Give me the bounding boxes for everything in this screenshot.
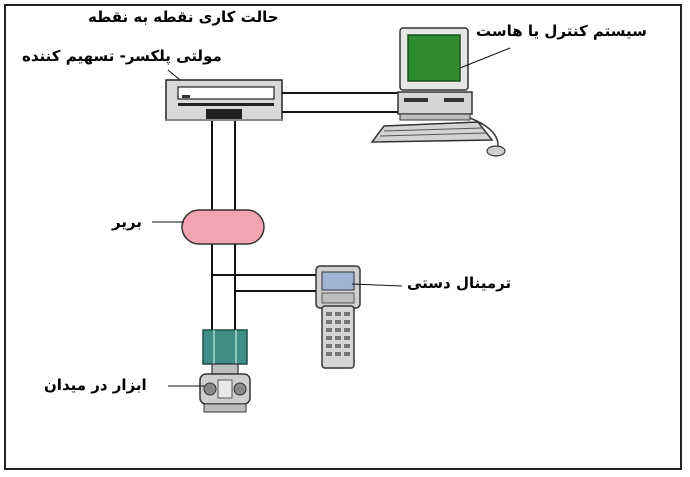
terminal-pointer-line (351, 283, 403, 287)
multiplexer-device (165, 79, 283, 121)
hand-terminal-device (315, 265, 361, 369)
mux-pointer-line (167, 69, 181, 81)
hand-terminal-label: ترمینال دستی (407, 274, 512, 292)
diagram-title: حالت کاری نقطه به نقطه (88, 8, 279, 26)
barrier-label: بریر (112, 213, 142, 231)
host-pointer-line (459, 47, 511, 69)
field-device-label: ابزار در میدان (44, 376, 147, 394)
diagram-frame (4, 4, 682, 470)
mux-host-wires (282, 92, 398, 113)
field-device (199, 329, 251, 413)
multiplexer-label: مولتی پلکسر- تسهیم کننده (22, 47, 222, 65)
host-computer (370, 27, 506, 157)
host-label: سیستم کنترل یا هاست (476, 22, 647, 40)
barrier-device (181, 209, 265, 245)
